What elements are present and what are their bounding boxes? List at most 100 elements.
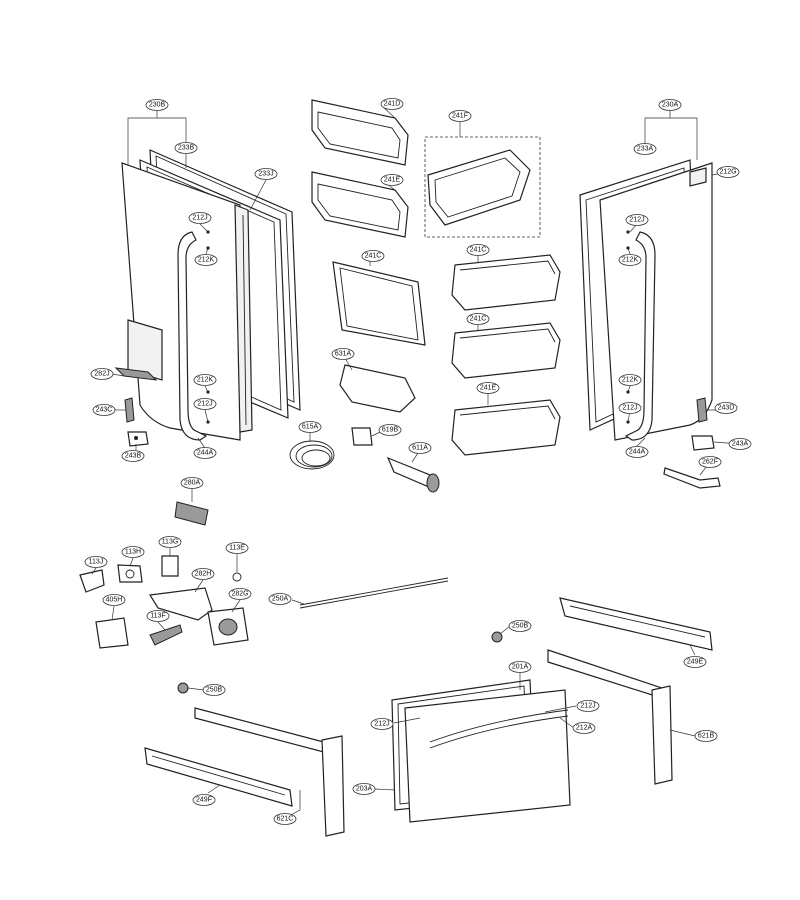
callout-212j: 212J: [618, 402, 642, 414]
callout-bubble: [380, 174, 404, 186]
callout-label: 282J: [94, 371, 109, 378]
callout-bubble: [508, 661, 532, 673]
left-door-assembly: [114, 149, 301, 447]
callout-label: 280A: [184, 480, 201, 487]
callout-label: 282G: [231, 591, 248, 598]
callout-label: 241C: [470, 316, 487, 323]
callout-label: 244A: [197, 450, 214, 457]
callout-bubble: [273, 813, 297, 825]
callout-bubble: [572, 722, 596, 734]
callout-bubble: [466, 244, 490, 256]
callout-bubble: [194, 254, 218, 266]
callout-label: 212A: [576, 725, 593, 732]
callout-241c: 241C: [361, 250, 385, 262]
callout-212k: 212K: [618, 374, 642, 386]
callout-bubble: [476, 382, 500, 394]
callout-bubble: [508, 620, 532, 632]
callout-212j: 212J: [193, 398, 217, 410]
callout-label: 230A: [662, 102, 679, 109]
callout-631a: 631A: [331, 348, 355, 360]
callout-bubble: [448, 110, 472, 122]
callout-244a: 244A: [193, 447, 217, 459]
callout-230b: 230B: [145, 99, 169, 111]
callout-621b: 621B: [694, 730, 718, 742]
callout-201a: 201A: [508, 661, 532, 673]
callout-bubble: [361, 250, 385, 262]
callout-bubble: [174, 142, 198, 154]
callout-bubble: [466, 313, 490, 325]
callout-bubble: [146, 610, 170, 622]
callout-label: 113J: [89, 559, 104, 566]
callout-label: 241E: [480, 385, 497, 392]
callout-label: 243B: [125, 453, 142, 460]
callout-bubble: [618, 254, 642, 266]
callout-label: 233J: [258, 171, 273, 178]
callout-bubble: [268, 593, 292, 605]
callout-label: 212G: [719, 169, 736, 176]
callout-label: 405H: [106, 597, 123, 604]
callout-label: 621C: [277, 816, 294, 823]
callout-249f: 249F: [192, 794, 216, 806]
callout-212k: 212K: [618, 254, 642, 266]
callout-label: 212K: [197, 377, 214, 384]
callout-label: 243D: [718, 405, 735, 412]
callout-label: 241D: [384, 101, 401, 108]
dispenser-parts: [79, 501, 249, 649]
callout-244a: 244A: [625, 446, 649, 458]
callout-113g: 113G: [158, 536, 182, 548]
callout-212k: 212K: [193, 374, 217, 386]
callout-label: 203A: [356, 786, 373, 793]
callout-bubble: [84, 556, 108, 568]
callout-bubble: [633, 143, 657, 155]
callout-241c: 241C: [466, 244, 490, 256]
callout-615a: 615A: [298, 421, 322, 433]
callout-label: 230B: [149, 102, 166, 109]
callout-label: 250A: [272, 596, 289, 603]
callout-label: 212J: [622, 405, 637, 412]
callout-bubble: [714, 402, 738, 414]
callout-243b: 243B: [121, 450, 145, 462]
callout-611a: 611A: [408, 442, 432, 454]
callout-label: 244A: [629, 449, 646, 456]
callout-label: 212J: [197, 401, 212, 408]
callout-label: 113G: [162, 539, 179, 546]
callout-bubble: [728, 438, 752, 450]
callout-bubble: [191, 568, 215, 580]
callout-621c: 621C: [273, 813, 297, 825]
callout-241d: 241D: [380, 98, 404, 110]
callout-label: 243A: [732, 441, 749, 448]
callout-bubble: [331, 348, 355, 360]
callout-233a: 233A: [633, 143, 657, 155]
callout-241e: 241E: [476, 382, 500, 394]
callout-243d: 243D: [714, 402, 738, 414]
callout-212j: 212J: [188, 212, 212, 224]
callout-label: 241C: [470, 247, 487, 254]
callout-250a: 250A: [268, 593, 292, 605]
callout-label: 282H: [195, 571, 212, 578]
callout-layer: [91, 105, 741, 819]
callout-bubble: [254, 168, 278, 180]
callout-bubble: [225, 542, 249, 554]
callout-241c: 241C: [466, 313, 490, 325]
callout-bubble: [408, 442, 432, 454]
callout-233b: 233B: [174, 142, 198, 154]
callout-label: 113E: [229, 545, 245, 552]
callout-113j: 113J: [84, 556, 108, 568]
callout-405h: 405H: [102, 594, 126, 606]
callout-label: 615A: [302, 424, 319, 431]
callout-bubble: [92, 404, 116, 416]
callout-label: 611A: [412, 445, 428, 452]
callout-bubble: [158, 536, 182, 548]
callout-label: 250B: [512, 623, 529, 630]
callout-bubble: [698, 456, 722, 468]
callout-bubble: [102, 594, 126, 606]
callout-bubble: [193, 374, 217, 386]
callout-113e: 113E: [225, 542, 249, 554]
callout-label: 212K: [622, 377, 639, 384]
callout-label: 241F: [452, 113, 468, 120]
callout-bubble: [145, 99, 169, 111]
callout-bubble: [378, 424, 402, 436]
callout-label: 212J: [192, 215, 207, 222]
callout-262f: 262F: [698, 456, 722, 468]
